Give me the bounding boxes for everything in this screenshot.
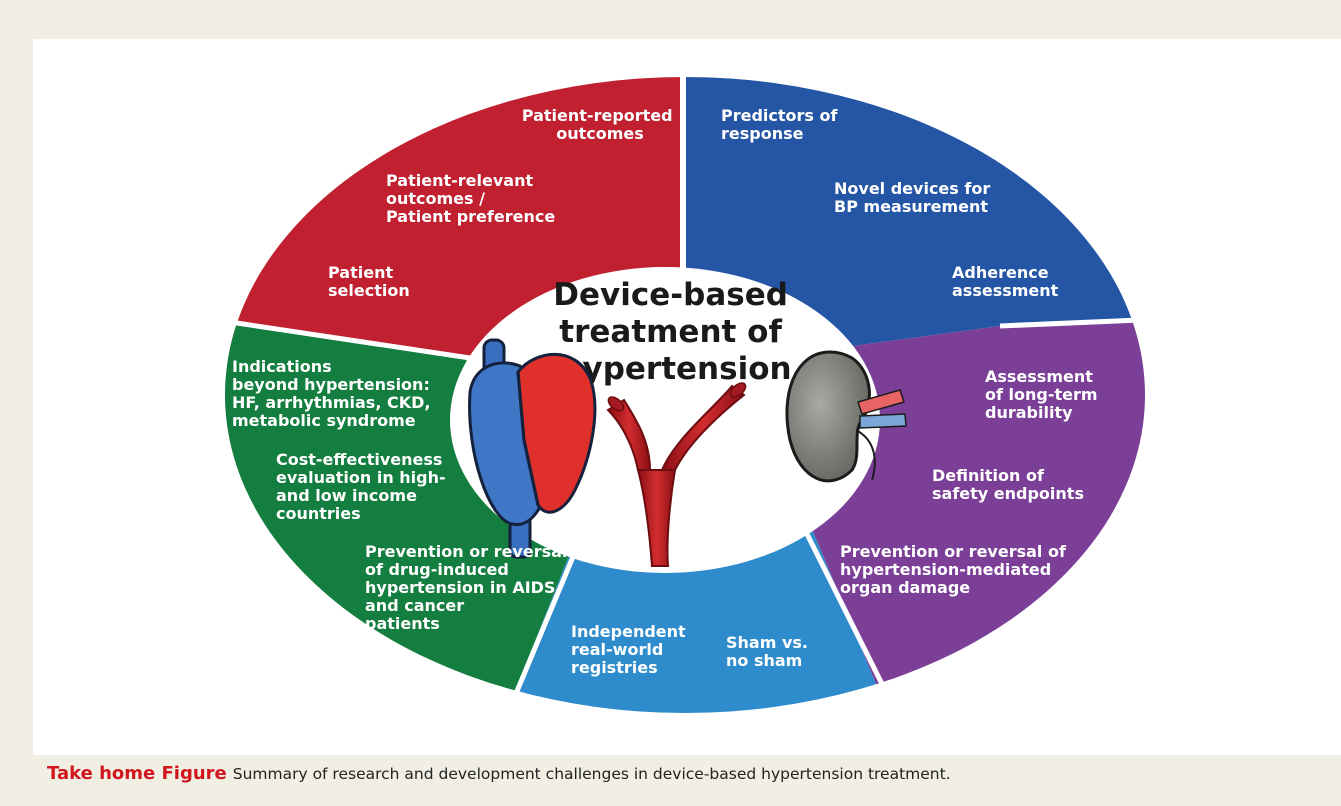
green-label-drug-induced: Prevention or reversal of drug-induced h… [365,542,573,633]
red-label-patient-reported: Patient-reported outcomes [522,106,678,143]
caption-text: Summary of research and development chal… [232,765,951,783]
blue-label-novel-devices: Novel devices for BP measurement [834,179,996,216]
kidney-icon [785,350,907,483]
figure-caption: Take home Figure Summary of research and … [47,763,951,784]
segment-labels-green: Indications beyond hypertension: HF, arr… [232,357,573,633]
purple-label-durability: Assessment of long-term durability [985,367,1103,422]
segment-dividers [229,60,1141,722]
red-label-patient-relevant: Patient-relevant outcomes / Patient pref… [386,171,555,226]
artery-icon [606,382,747,567]
caption-label: Take home Figure [47,763,227,784]
segment-labels-light-blue: Independent real-world registries Sham v… [571,622,814,677]
segment-labels-red: Patient-reported outcomes Patient-releva… [328,106,678,300]
purple-label-organ-damage: Prevention or reversal of hypertension-m… [840,542,1072,597]
heart-icon [468,338,597,559]
green-label-indications: Indications beyond hypertension: HF, arr… [232,357,436,430]
purple-label-safety: Definition of safety endpoints [932,466,1084,503]
green-label-cost-effectiveness: Cost-effectiveness evaluation in high- a… [276,450,451,523]
center-title: Device-based treatment of hypertension [553,277,798,387]
lightblue-label-sham: Sham vs. no sham [726,633,814,670]
lightblue-label-registries: Independent real-world registries [571,622,691,677]
red-label-patient-selection: Patient selection [328,263,410,300]
segment-labels-purple: Assessment of long-term durability Defin… [840,367,1103,597]
segment-labels-dark-blue: Predictors of response Novel devices for… [721,106,1059,300]
blue-label-adherence: Adherence assessment [952,263,1059,300]
blue-label-predictors: Predictors of response [721,106,843,143]
